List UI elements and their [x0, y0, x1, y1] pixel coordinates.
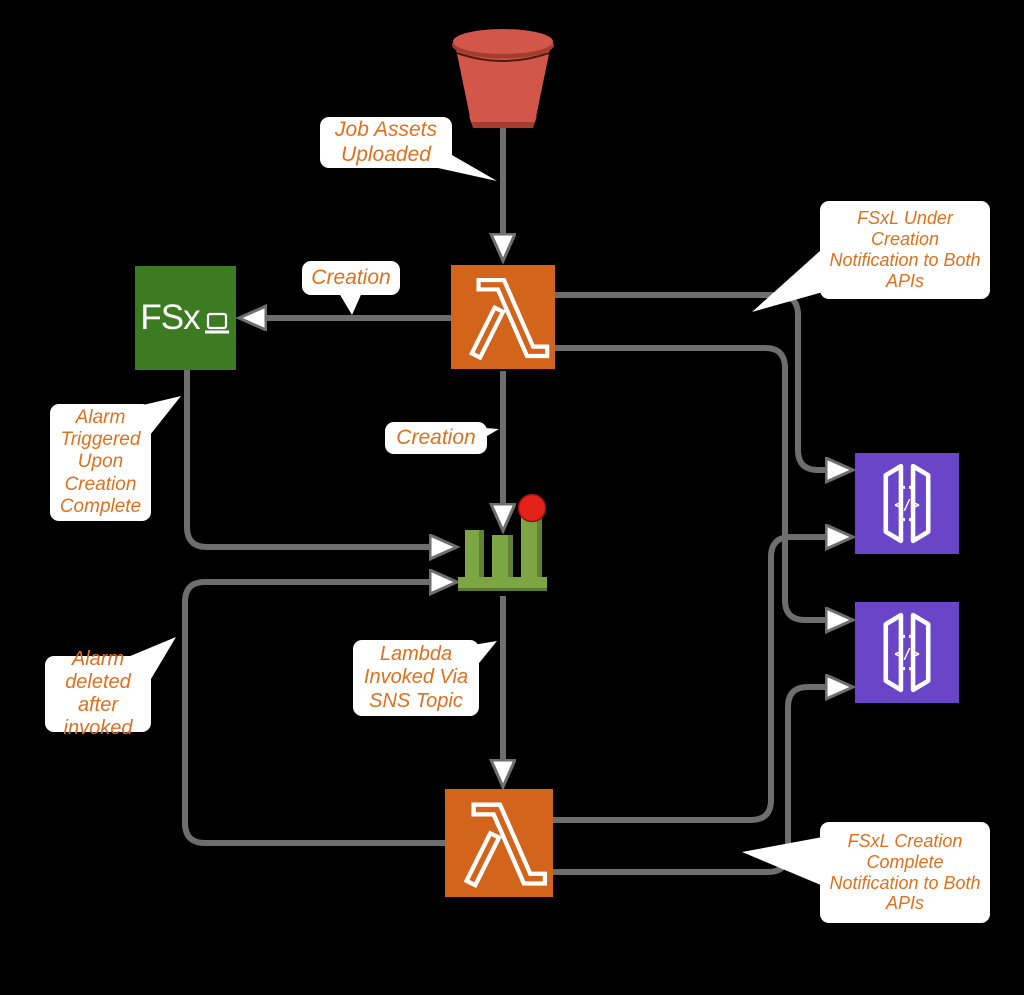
cloudwatch-alarm-icon — [455, 492, 550, 594]
api-gateway-bottom-icon: </> — [855, 602, 959, 703]
callout-job-assets: Job Assets Uploaded — [320, 117, 452, 168]
api-gateway-top-icon: </> — [855, 453, 959, 554]
wire-lambda1-to-apigw2 — [555, 345, 826, 620]
lambda-invoke-icon — [445, 788, 553, 898]
callout-fsxl-under-creation: FSxL Under Creation Notification to Both… — [820, 201, 990, 299]
fsx-label: FSx — [140, 298, 200, 337]
callout-alarm-triggered: Alarm Triggered Upon Creation Complete — [50, 404, 151, 521]
callout-lambda-invoked: Lambda Invoked Via SNS Topic — [353, 640, 479, 716]
callout-alarm-deleted: Alarm deleted after invoked — [45, 648, 151, 739]
apigw-bottom-glyph: </> — [894, 647, 920, 663]
wire-fsx-to-alarm — [184, 370, 430, 547]
lambda-creation-icon — [451, 263, 555, 371]
apigw-top-glyph: </> — [894, 498, 920, 514]
s3-bucket-icon — [449, 28, 557, 132]
callout-fsxl-complete: FSxL Creation Complete Notification to B… — [820, 822, 990, 923]
wire-lambda2-to-apigw1 — [553, 537, 826, 823]
callout-creation-left: Creation — [302, 261, 400, 295]
alarm-dot — [517, 493, 547, 523]
callout-creation-mid: Creation — [385, 422, 487, 454]
callout-tail-fsxl-under — [752, 242, 830, 312]
callout-tail-fsxl-complete — [742, 836, 828, 888]
callout-tail-job-assets — [438, 147, 497, 181]
wire-lambda2-to-alarm-delete — [182, 582, 445, 846]
fsx-icon: FSx — [135, 266, 236, 370]
laptop-icon — [204, 312, 229, 334]
wire-lambda2-to-apigw2 — [553, 687, 826, 875]
